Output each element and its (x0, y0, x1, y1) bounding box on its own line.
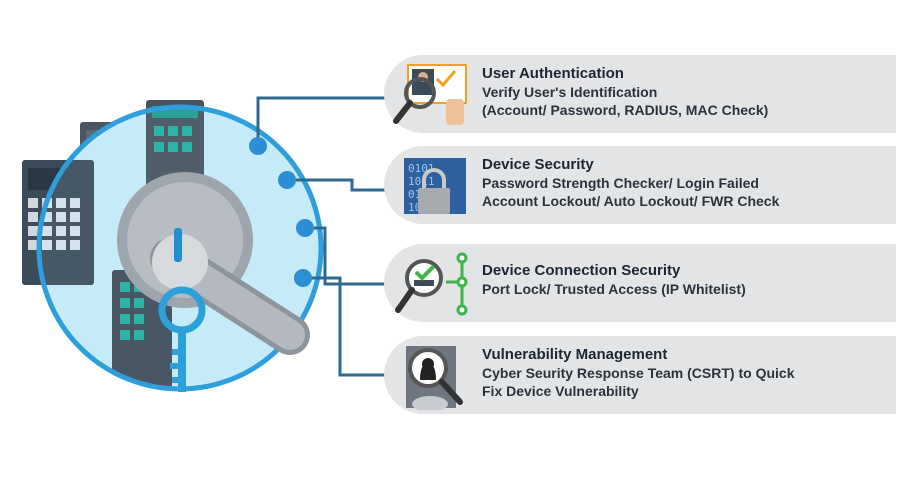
svg-text:1011: 1011 (408, 175, 435, 188)
feature-line: Password Strength Checker/ Login Failed (482, 175, 759, 191)
connector-dots (249, 137, 314, 287)
feature-title: Device Security (482, 156, 594, 173)
lock-dial-icon (117, 172, 310, 355)
feature-panel-user-authentication: User Authentication Verify User's Identi… (384, 55, 896, 133)
feature-line: (Account/ Password, RADIUS, MAC Check) (482, 102, 769, 118)
feature-line: Fix Device Vulnerability (482, 383, 639, 399)
key-icon (158, 286, 206, 392)
feature-panel-device-connection-security: Device Connection Security Port Lock/ Tr… (384, 244, 896, 322)
connector-lines (256, 96, 395, 377)
network-check-magnifier-icon (395, 252, 468, 316)
feature-title: User Authentication (482, 65, 624, 82)
feature-title: Device Connection Security (482, 262, 681, 279)
feature-title: Vulnerability Management (482, 346, 668, 363)
feature-panel-vulnerability-management: Vulnerability Management Cyber Seurity R… (384, 336, 896, 414)
hacker-magnifier-icon (406, 346, 463, 410)
feature-line: Verify User's Identification (482, 84, 658, 100)
feature-line: Account Lockout/ Auto Lockout/ FWR Check (482, 193, 780, 209)
feature-line: Cyber Seurity Response Team (CSRT) to Qu… (482, 365, 795, 381)
feature-line: Port Lock/ Trusted Access (IP Whitelist) (482, 281, 746, 297)
id-card-magnifier-icon (393, 64, 467, 125)
